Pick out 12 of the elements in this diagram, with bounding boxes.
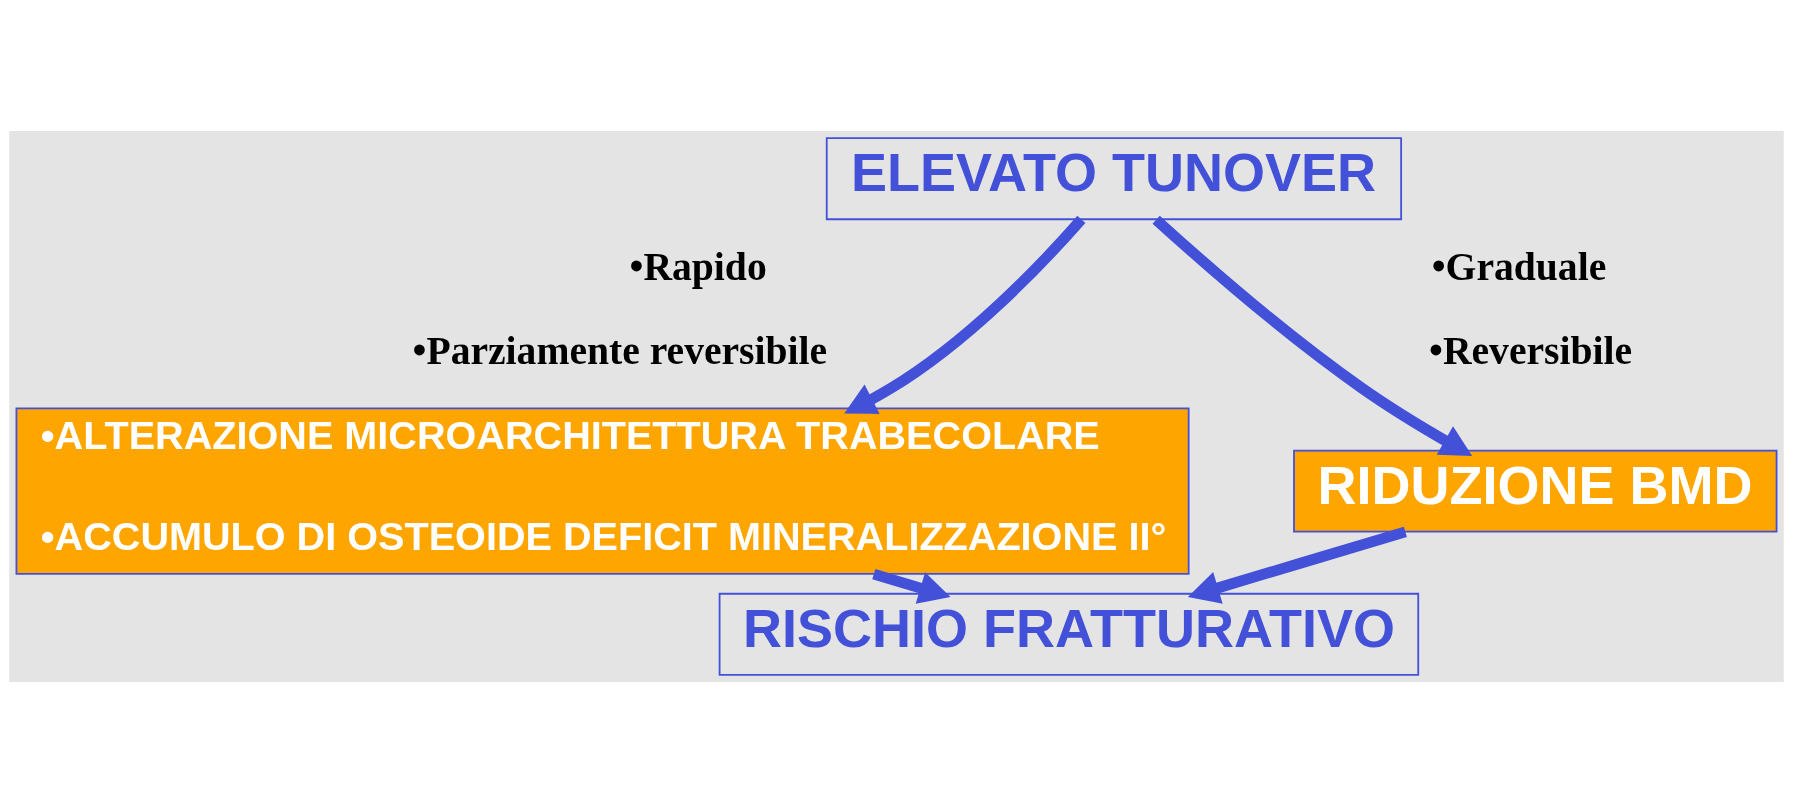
label: •Graduale <box>1431 244 1607 289</box>
label: •Rapido <box>629 244 767 289</box>
node-box: ELEVATO TUNOVER <box>825 136 1403 220</box>
arrow <box>1152 215 1473 456</box>
label: •Reversibile <box>1429 328 1633 373</box>
arrow <box>872 568 951 604</box>
node-box: RIDUZIONE BMD <box>1293 449 1778 533</box>
arrow <box>1187 526 1407 604</box>
arrow <box>844 215 1086 414</box>
label: •Parziamente reversibile <box>412 328 828 373</box>
node-box: RISCHIO FRATTURATIVO <box>718 592 1420 676</box>
node-box: •ALTERAZIONE MICROARCHITETTURA TRABECOLARE •ACCUMULO DI OSTEOIDE DEFICIT MINERALIZZAZIONE II° <box>15 406 1190 575</box>
